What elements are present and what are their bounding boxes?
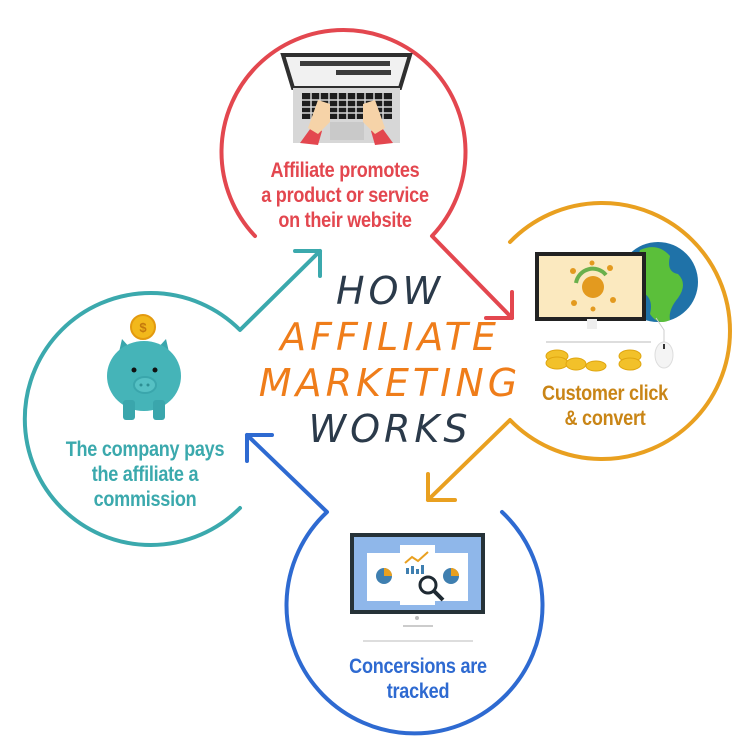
- analytics-monitor-icon: [350, 533, 485, 642]
- title-line-affiliate: AFFILIATE: [280, 315, 500, 359]
- piggy-bank-coin-icon: $: [107, 314, 181, 420]
- svg-text:$: $: [139, 320, 147, 335]
- promote-line-1: Affiliate promotes: [270, 159, 420, 182]
- step-label-tracked: Concersions are tracked: [332, 654, 504, 704]
- red-cycle-arrow: [219, 28, 514, 320]
- title-line-works: WORKS: [308, 407, 472, 451]
- diagram-title: HOW AFFILIATE MARKETING WORKS: [255, 268, 525, 452]
- step-label-commission: The company pays the affiliate a commiss…: [59, 437, 231, 512]
- step-label-promote: Affiliate promotes a product or service …: [246, 158, 444, 233]
- promote-line-2: a product or service: [261, 184, 429, 207]
- commission-line-2: the affiliate a: [91, 463, 199, 486]
- teal-cycle-arrow: [22, 249, 322, 547]
- title-line-marketing: MARKETING: [258, 361, 522, 405]
- tracked-line-1: Concersions are: [349, 655, 487, 678]
- promote-line-3: on their website: [278, 209, 412, 232]
- convert-line-2: & convert: [564, 407, 646, 430]
- convert-line-1: Customer click: [542, 382, 668, 405]
- commission-line-3: commission: [93, 488, 197, 511]
- orange-cycle-arrow: [426, 201, 732, 502]
- computer-globe-coins-icon: [535, 242, 698, 372]
- laptop-typing-icon: [280, 53, 413, 145]
- blue-cycle-arrow: [245, 433, 545, 736]
- step-label-convert: Customer click & convert: [523, 381, 686, 431]
- title-line-how: HOW: [335, 269, 445, 313]
- commission-line-1: The company pays: [65, 438, 225, 461]
- tracked-line-2: tracked: [386, 680, 450, 703]
